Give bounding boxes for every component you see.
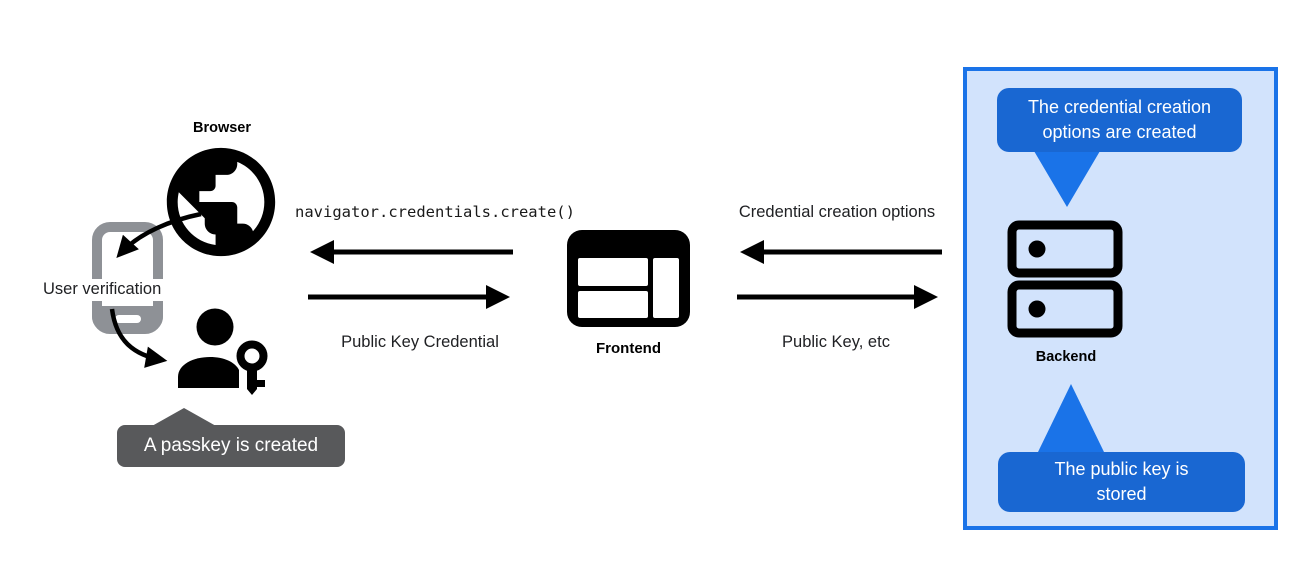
bubble-line: The credential creation	[1027, 97, 1212, 117]
backend-label: Backend	[1035, 349, 1097, 365]
passkey-tooltip-text: A passkey is created	[143, 435, 319, 456]
frontend-label: Frontend	[596, 340, 661, 357]
bubble-line: options are created	[1042, 122, 1197, 142]
passkey-tooltip: A passkey is created	[117, 425, 345, 467]
navigator-create-code-label: navigator.credentials.create()	[295, 203, 575, 221]
public-key-etc-label: Public Key, etc	[782, 333, 890, 351]
frontend-window-icon	[567, 230, 690, 327]
globe-icon	[166, 147, 276, 257]
browser-label: Browser	[192, 120, 252, 136]
server-stack-icon	[1007, 220, 1123, 338]
bubble-bottom-tail	[1038, 384, 1104, 452]
bubble-line: The public key is	[1054, 459, 1189, 479]
passkey-tooltip-pointer	[152, 408, 216, 426]
person-key-icon	[178, 308, 268, 395]
bubble-line: stored	[1096, 484, 1147, 504]
user-verification-label: User verification	[40, 279, 165, 301]
credential-options-bubble: The credential creation options are crea…	[997, 88, 1242, 152]
public-key-stored-bubble: The public key is stored	[998, 452, 1245, 512]
bubble-top-tail	[1034, 151, 1100, 207]
public-key-credential-label: Public Key Credential	[341, 333, 499, 351]
credential-creation-options-label: Credential creation options	[738, 203, 936, 221]
phone-icon	[92, 222, 163, 334]
